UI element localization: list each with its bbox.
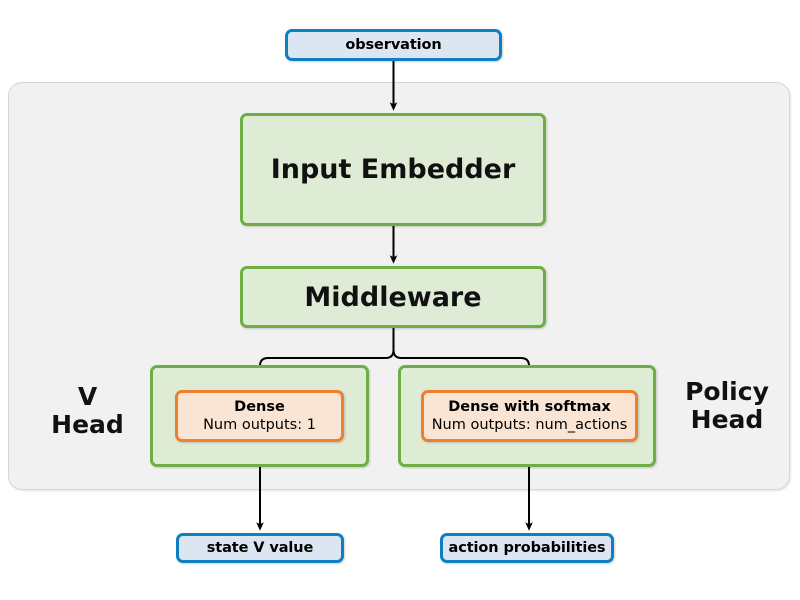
- node-input-embedder[interactable]: Input Embedder: [240, 113, 546, 226]
- node-dense-sublabel: Num outputs: 1: [203, 417, 316, 433]
- node-action-probabilities-label: action probabilities: [448, 540, 606, 556]
- node-action-probabilities[interactable]: action probabilities: [440, 533, 614, 563]
- label-policy-head: Policy Head: [685, 377, 769, 434]
- node-dense-label: Dense: [234, 398, 285, 415]
- node-middleware-label: Middleware: [304, 281, 482, 313]
- node-observation[interactable]: observation: [285, 29, 502, 61]
- node-dense-with-softmax-label: Dense with softmax: [448, 398, 611, 415]
- node-observation-label: observation: [345, 37, 442, 53]
- node-dense-with-softmax-sublabel: Num outputs: num_actions: [431, 417, 628, 433]
- node-dense[interactable]: Dense Num outputs: 1: [175, 390, 344, 442]
- node-dense-with-softmax[interactable]: Dense with softmax Num outputs: num_acti…: [421, 390, 638, 442]
- node-state-v-value[interactable]: state V value: [176, 533, 344, 563]
- node-state-v-value-label: state V value: [206, 540, 314, 556]
- label-v-head: V Head: [51, 382, 124, 439]
- node-input-embedder-label: Input Embedder: [270, 154, 516, 185]
- node-middleware[interactable]: Middleware: [240, 266, 546, 328]
